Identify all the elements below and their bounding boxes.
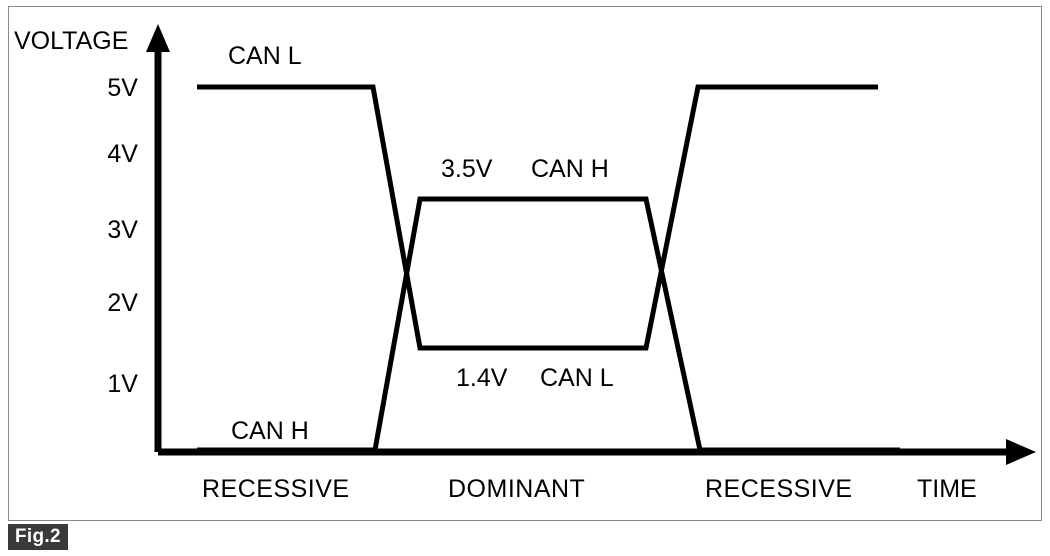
can-h-dominant-value-label: 3.5V — [441, 155, 493, 183]
y-axis-title: VOLTAGE — [14, 27, 129, 55]
x-axis-title: TIME — [917, 475, 977, 503]
y-tick-3v: 3V — [107, 216, 138, 244]
state-label-dominant: DOMINANT — [448, 475, 586, 503]
y-tick-2v: 2V — [107, 289, 138, 317]
can-l-waveform — [197, 84, 878, 351]
y-axis — [146, 24, 170, 452]
can-l-recessive-label: CAN L — [228, 42, 302, 70]
y-tick-4v: 4V — [107, 140, 138, 168]
figure-number-badge: Fig.2 — [8, 524, 68, 550]
y-tick-5v: 5V — [107, 74, 138, 102]
state-label-recessive-2: RECESSIVE — [705, 475, 853, 503]
can-l-dominant-name-label: CAN L — [540, 364, 614, 392]
can-h-dominant-name-label: CAN H — [531, 155, 609, 183]
can-h-waveform — [197, 196, 900, 453]
can-h-recessive-label: CAN H — [231, 417, 309, 445]
state-label-recessive-1: RECESSIVE — [202, 475, 350, 503]
figure-frame — [8, 6, 1042, 521]
y-tick-1v: 1V — [107, 370, 138, 398]
can-l-dominant-value-label: 1.4V — [456, 364, 508, 392]
